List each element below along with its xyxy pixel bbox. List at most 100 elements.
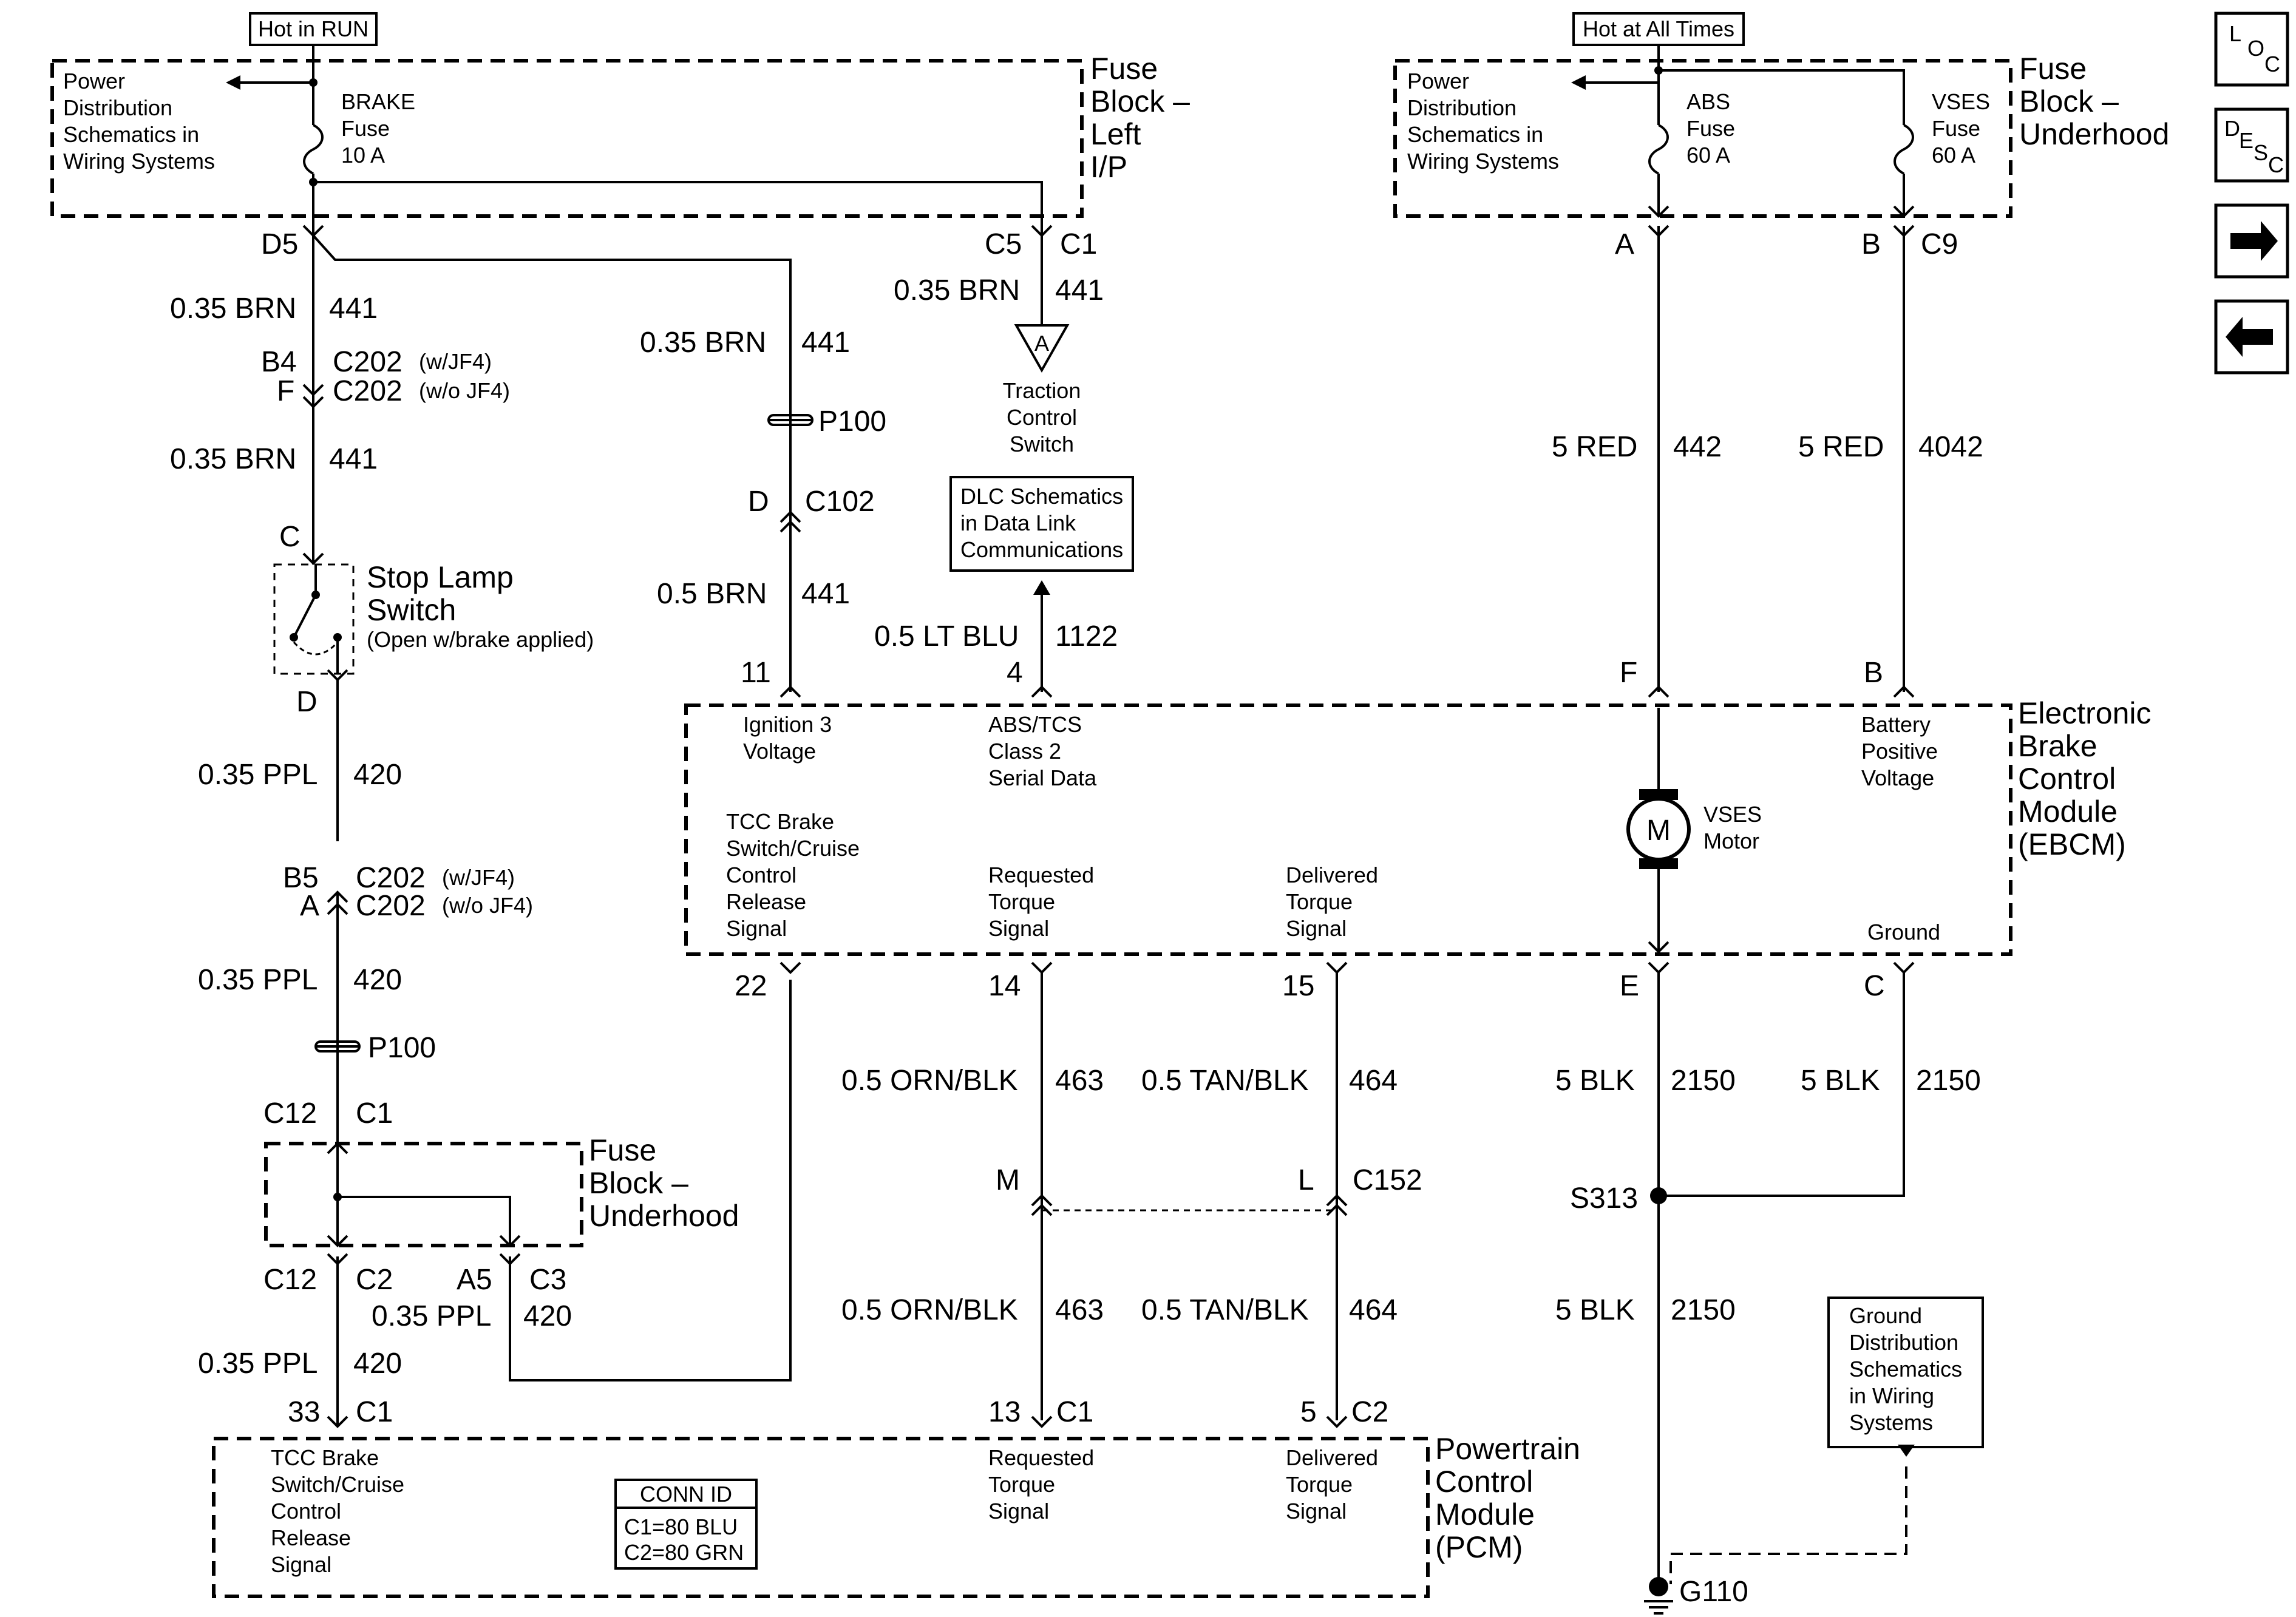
svg-text:C2=80 GRN: C2=80 GRN [624,1540,744,1565]
svg-text:in Data Link: in Data Link [960,510,1076,535]
svg-text:420: 420 [353,964,402,996]
svg-text:B: B [1864,657,1883,689]
svg-text:Distribution: Distribution [63,95,172,120]
svg-text:Fuse: Fuse [341,116,390,141]
svg-text:Control: Control [726,863,796,887]
power-distribution-ref-left: Power Distribution Schematics in Wiring … [63,69,215,174]
svg-text:Fuse: Fuse [2019,52,2087,86]
svg-text:in Wiring: in Wiring [1849,1383,1934,1408]
svg-text:C3: C3 [529,1264,566,1296]
svg-text:C12: C12 [263,1264,317,1296]
svg-text:M: M [1646,815,1671,847]
svg-text:0.35 PPL: 0.35 PPL [198,964,318,996]
svg-text:4: 4 [1007,657,1023,689]
svg-text:Ignition 3: Ignition 3 [743,712,832,737]
svg-text:420: 420 [353,759,402,791]
svg-text:C: C [2268,152,2284,177]
svg-text:Serial Data: Serial Data [988,765,1097,790]
svg-text:0.35 PPL: 0.35 PPL [372,1300,491,1332]
svg-text:441: 441 [801,578,850,610]
svg-text:P100: P100 [368,1032,436,1064]
svg-text:Switch: Switch [1010,432,1074,456]
svg-text:Switch: Switch [367,593,456,627]
svg-text:F: F [277,375,294,407]
svg-text:C1: C1 [356,1097,393,1130]
svg-text:464: 464 [1349,1294,1398,1326]
bus-to-c5 [313,181,1043,216]
svg-text:VSES: VSES [1703,802,1762,827]
s313-splice [1650,1187,1667,1204]
next-button[interactable] [2214,203,2289,279]
svg-text:4042: 4042 [1918,431,1983,463]
svg-text:1122: 1122 [1055,620,1118,653]
svg-text:0.35 PPL: 0.35 PPL [198,759,318,791]
svg-text:Stop Lamp: Stop Lamp [367,560,514,594]
svg-text:Block –: Block – [2019,84,2119,118]
svg-text:Power: Power [1407,69,1469,93]
svg-text:Fuse: Fuse [589,1133,656,1167]
svg-text:Torque: Torque [1286,1472,1353,1497]
svg-text:Signal: Signal [988,1499,1049,1524]
svg-text:Schematics in: Schematics in [63,122,199,147]
svg-text:5 BLK: 5 BLK [1801,1065,1880,1097]
svg-text:Module: Module [2018,795,2118,829]
svg-text:Torque: Torque [1286,889,1353,914]
svg-text:Release: Release [271,1525,351,1550]
svg-text:Control: Control [1435,1465,1533,1499]
arrow-up-icon [1033,580,1050,595]
svg-text:Schematics: Schematics [1849,1357,1962,1381]
svg-text:Switch/Cruise: Switch/Cruise [726,836,860,861]
pcm-module-box [212,1437,1430,1598]
svg-text:C9: C9 [1921,228,1958,260]
svg-text:C2: C2 [356,1264,393,1296]
vses-fuse-icon [1894,124,1914,175]
svg-text:442: 442 [1673,431,1722,463]
svg-text:Signal: Signal [988,916,1049,941]
svg-text:Delivered: Delivered [1286,863,1378,887]
stop-lamp-switch-box [273,563,355,675]
svg-text:5 BLK: 5 BLK [1555,1294,1635,1326]
wire-2150-branch [1659,971,1905,1197]
svg-text:Left: Left [1090,117,1141,151]
ground-distribution-ref-box[interactable] [1827,1297,1984,1448]
pcm-delivered-torque: Delivered Torque Signal [1286,1445,1378,1524]
dlc-schematics-ref-box[interactable] [949,476,1134,572]
svg-text:D: D [296,686,318,718]
svg-text:441: 441 [801,327,850,359]
svg-text:0.5 TAN/BLK: 0.5 TAN/BLK [1141,1294,1309,1326]
svg-text:L: L [1298,1164,1314,1196]
svg-text:VSES: VSES [1932,89,1990,114]
svg-text:0.5 ORN/BLK: 0.5 ORN/BLK [841,1065,1018,1097]
power-distribution-ref-right: Power Distribution Schematics in Wiring … [1407,69,1559,174]
svg-text:Wiring Systems: Wiring Systems [63,149,215,174]
svg-text:C202: C202 [356,862,426,894]
svg-text:420: 420 [353,1348,402,1380]
pcm-requested-torque: Requested Torque Signal [988,1445,1094,1524]
svg-text:441: 441 [1055,274,1104,307]
svg-text:Power: Power [63,69,125,93]
svg-text:420: 420 [523,1300,572,1332]
svg-text:S: S [2254,140,2268,165]
desc-button[interactable]: D E S C [2214,107,2289,183]
svg-text:Fuse: Fuse [1090,52,1158,86]
svg-text:Torque: Torque [988,1472,1055,1497]
svg-text:Requested: Requested [988,1445,1094,1470]
ground-distribution-label: Ground Distribution Schematics in Wiring… [1849,1303,1962,1435]
svg-text:F: F [1620,657,1637,689]
vses-motor-label: VSES Motor [1703,802,1762,853]
svg-text:D: D [748,486,769,518]
svg-text:2150: 2150 [1671,1294,1736,1326]
svg-text:Electronic: Electronic [2018,696,2152,730]
pcm-title: Powertrain Control Module (PCM) [1435,1432,1580,1564]
svg-text:C: C [1864,970,1885,1002]
traction-control-switch-label: Traction Control Switch [1003,378,1081,456]
loc-button[interactable]: L O C [2214,12,2289,87]
vses-fuse-label: VSES Fuse 60 A [1932,89,1990,168]
svg-text:C2: C2 [1351,1396,1388,1428]
prev-button[interactable] [2214,299,2289,375]
svg-text:Distribution: Distribution [1849,1330,1958,1355]
svg-text:Brake: Brake [2018,729,2097,763]
svg-text:(Open w/brake applied): (Open w/brake applied) [367,627,594,652]
ebcm-tcc-signal: TCC Brake Switch/Cruise Control Release … [726,809,860,941]
